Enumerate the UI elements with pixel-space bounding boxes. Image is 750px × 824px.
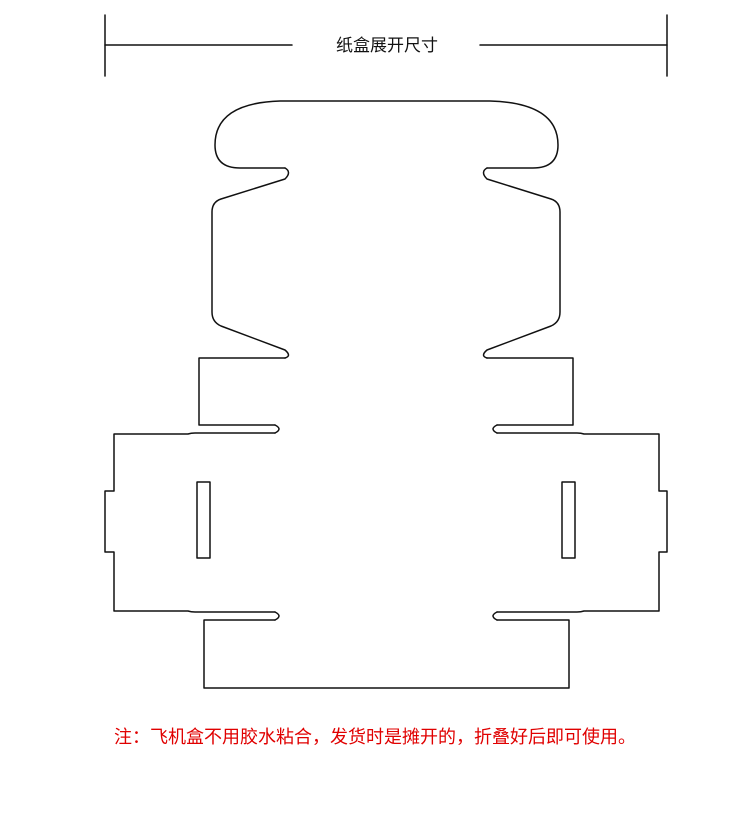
top-tuck-flap [214, 100, 559, 169]
right-lock-slot [561, 481, 576, 559]
back-panel [198, 357, 574, 426]
dimension-line [104, 14, 668, 77]
usage-note: 注：飞机盒不用胶水粘合，发货时是摊开的，折叠好后即可使用。 [114, 727, 636, 748]
upper-slots [274, 424, 498, 434]
left-lock-slot [196, 481, 211, 559]
right-side-panel [496, 432, 668, 613]
lower-slots [274, 611, 498, 621]
left-side-panel [104, 432, 276, 613]
dimension-label: 纸盒展开尺寸 [296, 32, 478, 60]
lid-panel [211, 167, 561, 359]
bottom-panel [203, 619, 570, 689]
